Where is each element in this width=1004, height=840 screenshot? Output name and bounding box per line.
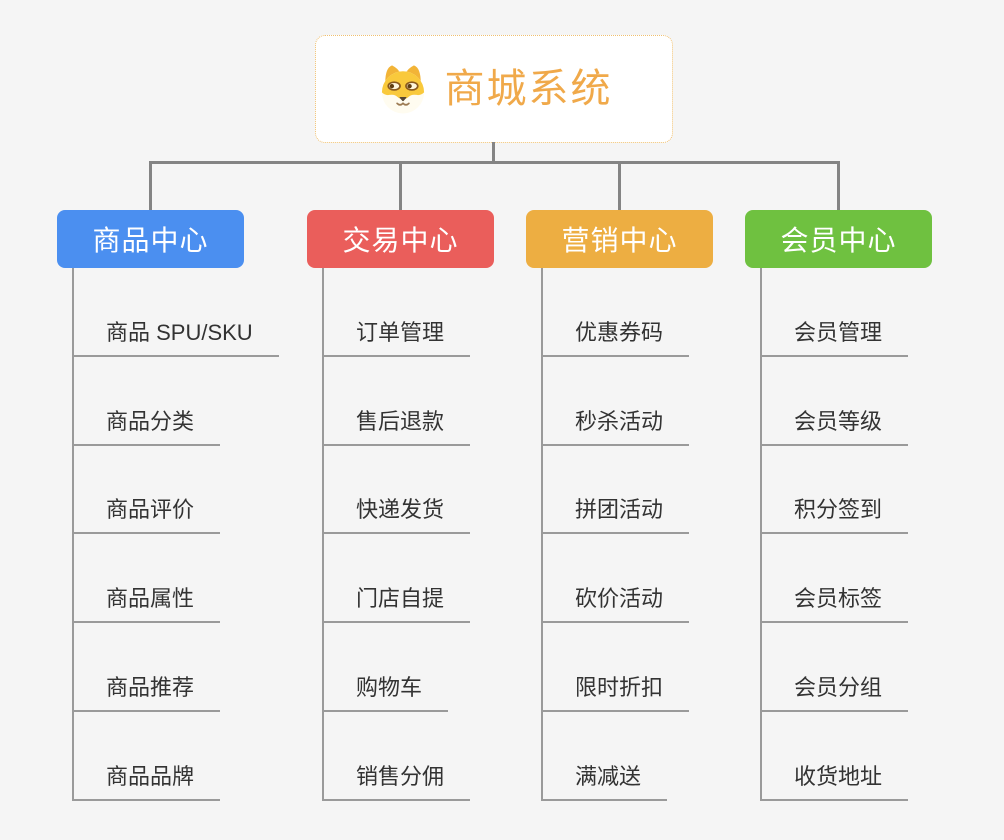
leaf-label: 拼团活动: [543, 492, 690, 535]
branch-label: 会员中心: [780, 225, 897, 256]
leaf-node[interactable]: 门店自提: [324, 534, 471, 624]
leaf-node[interactable]: 会员管理: [762, 268, 909, 357]
leaf-label: 会员分组: [762, 670, 909, 712]
leaf-label: 优惠券码: [543, 315, 690, 357]
branch-node-trade[interactable]: 交易中心: [307, 210, 494, 268]
leaf-label: 会员管理: [762, 315, 909, 357]
root-title: 商城系统: [444, 67, 613, 111]
root-node[interactable]: 商城系统: [315, 35, 673, 143]
leaf-label: 商品评价: [74, 492, 221, 535]
connector-root-drop: [492, 142, 495, 163]
leaf-node[interactable]: 销售分佣: [324, 712, 471, 801]
leaf-node[interactable]: 商品推荐: [74, 623, 279, 712]
connector-drop-product: [149, 161, 152, 210]
leaf-node[interactable]: 商品属性: [74, 534, 279, 624]
leaf-node[interactable]: 秒杀活动: [543, 357, 690, 446]
leaf-label: 收货地址: [762, 759, 909, 801]
leaf-node[interactable]: 拼团活动: [543, 446, 690, 535]
branch-column-trade: 订单管理 售后退款 快递发货 门店自提 购物车 销售分佣: [322, 268, 471, 801]
branch-column-member: 会员管理 会员等级 积分签到 会员标签 会员分组 收货地址: [760, 268, 909, 801]
branch-column-product: 商品 SPU/SKU 商品分类 商品评价 商品属性 商品推荐 商品品牌: [72, 268, 279, 801]
leaf-label: 门店自提: [324, 581, 471, 624]
leaf-node[interactable]: 订单管理: [324, 268, 471, 357]
leaf-node[interactable]: 收货地址: [762, 712, 909, 801]
leaf-node[interactable]: 售后退款: [324, 357, 471, 446]
branch-column-marketing: 优惠券码 秒杀活动 拼团活动 砍价活动 限时折扣 满减送: [541, 268, 690, 801]
leaf-node[interactable]: 满减送: [543, 712, 689, 801]
leaf-node[interactable]: 优惠券码: [543, 268, 690, 357]
leaf-label: 销售分佣: [324, 759, 471, 801]
leaf-label: 积分签到: [762, 492, 909, 535]
leaf-node[interactable]: 快递发货: [324, 446, 471, 535]
leaf-label: 会员标签: [762, 581, 909, 624]
leaf-node[interactable]: 会员分组: [762, 623, 909, 712]
leaf-label: 售后退款: [324, 404, 471, 446]
branch-label: 营销中心: [561, 225, 678, 256]
leaf-node[interactable]: 商品品牌: [74, 712, 279, 801]
leaf-node[interactable]: 商品分类: [74, 357, 279, 446]
leaf-label: 限时折扣: [543, 670, 690, 712]
connector-drop-marketing: [618, 161, 621, 210]
branch-node-product[interactable]: 商品中心: [57, 210, 244, 268]
branch-node-marketing[interactable]: 营销中心: [526, 210, 713, 268]
connector-drop-member: [837, 161, 840, 210]
leaf-label: 快递发货: [324, 492, 471, 535]
leaf-node[interactable]: 购物车: [324, 623, 470, 712]
connector-main-rail: [149, 161, 840, 164]
branch-label: 交易中心: [342, 225, 459, 256]
leaf-label: 商品品牌: [74, 759, 221, 801]
leaf-label: 商品属性: [74, 581, 221, 624]
leaf-node[interactable]: 会员等级: [762, 357, 909, 446]
leaf-node[interactable]: 商品评价: [74, 446, 279, 535]
leaf-label: 购物车: [324, 670, 449, 712]
leaf-label: 秒杀活动: [543, 404, 690, 446]
leaf-label: 砍价活动: [543, 581, 690, 624]
leaf-label: 商品 SPU/SKU: [74, 315, 279, 357]
leaf-label: 订单管理: [324, 315, 471, 357]
leaf-node[interactable]: 限时折扣: [543, 623, 690, 712]
connector-drop-trade: [399, 161, 402, 210]
branch-label: 商品中心: [92, 225, 209, 256]
leaf-label: 满减送: [543, 759, 668, 801]
dog-icon: [381, 65, 424, 114]
leaf-label: 会员等级: [762, 404, 909, 446]
leaf-node[interactable]: 积分签到: [762, 446, 909, 535]
leaf-node[interactable]: 砍价活动: [543, 534, 690, 624]
leaf-label: 商品分类: [74, 404, 221, 446]
leaf-node[interactable]: 商品 SPU/SKU: [74, 268, 279, 357]
branch-node-member[interactable]: 会员中心: [745, 210, 932, 268]
leaf-label: 商品推荐: [74, 670, 221, 712]
leaf-node[interactable]: 会员标签: [762, 534, 909, 624]
